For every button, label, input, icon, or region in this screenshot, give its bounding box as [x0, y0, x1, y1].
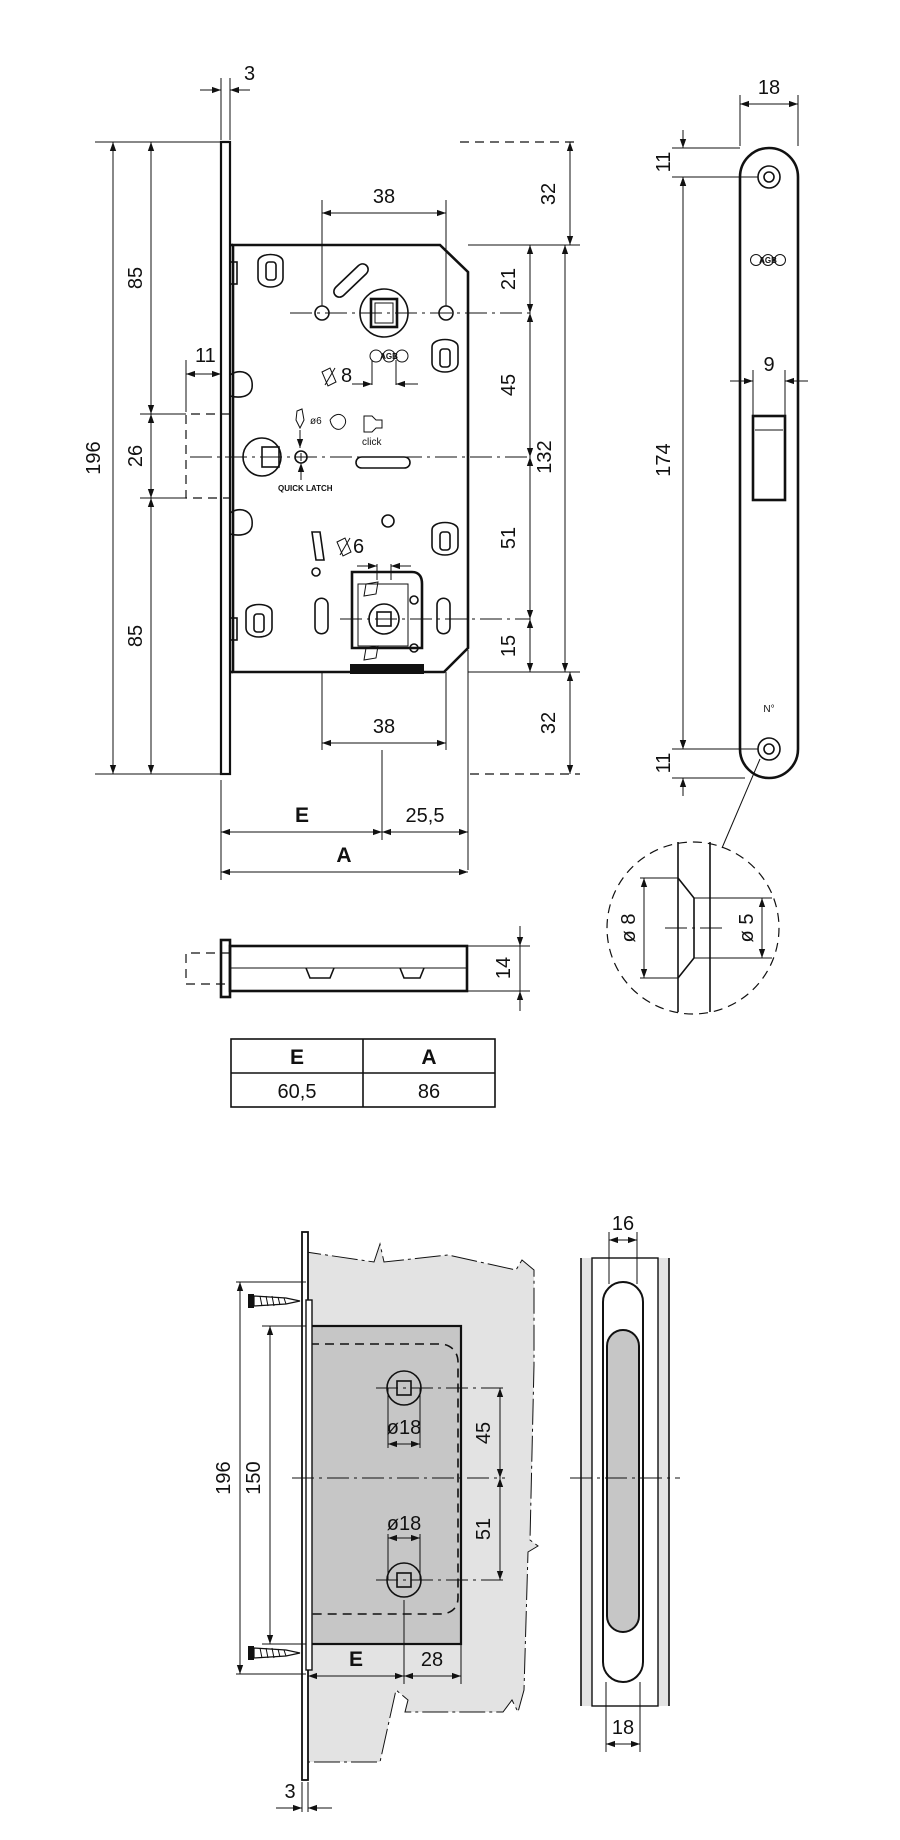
table-value-e: 60,5 [278, 1081, 317, 1103]
latch-bolt-outline [185, 413, 230, 499]
dim-total-height: 196 [83, 441, 105, 474]
dim-plate-thickness: 3 [244, 63, 255, 85]
top-view: 14 [185, 926, 530, 1011]
edge-latch-slot [606, 1329, 640, 1633]
faceplate [219, 140, 232, 776]
dim-install-remainder: 28 [421, 1649, 443, 1671]
lock-case [231, 243, 470, 674]
dim-latch-to-cylinder: 51 [498, 527, 520, 549]
mounting-slot-icon [245, 603, 273, 638]
table-header-a: A [421, 1046, 436, 1069]
screw-icon [248, 1646, 301, 1660]
dim-square-bottom: 6 [353, 536, 364, 558]
dim-top-hole-offset: 11 [653, 152, 675, 173]
faceplate-view: AGB N° 18 11 174 11 9 [653, 77, 808, 849]
dim-lower-offset: 51 [473, 1518, 495, 1540]
dim-edge-top-width: 16 [612, 1213, 634, 1235]
dim-middle-span: 26 [125, 445, 147, 467]
dim-bottom-hole-offset: 11 [653, 753, 675, 774]
dim-upper-hole: ø18 [387, 1417, 421, 1439]
dim-inner-diameter: ø 5 [736, 914, 758, 943]
dim-backset-label: E [295, 804, 309, 827]
dim-install-height: 196 [213, 1461, 235, 1494]
cylinder-housing [350, 570, 424, 650]
dim-outer-diameter: ø 8 [618, 914, 640, 943]
dim-lower-span: 85 [125, 625, 147, 647]
screw-hole-bottom [757, 737, 781, 761]
mortise-cutout [304, 1324, 463, 1646]
mounting-slot-icon [431, 521, 459, 556]
dim-handle-to-latch: 45 [498, 374, 520, 396]
dim-overall-label: A [336, 844, 351, 867]
table-value-a: 86 [418, 1081, 440, 1103]
screw-hole-top [757, 165, 781, 189]
latch-opening [751, 414, 787, 502]
mounting-slot-icon [257, 253, 284, 288]
brand-mark: AGB [380, 352, 398, 361]
dimension-table: E A 60,5 86 [230, 1038, 496, 1108]
dim-cylinder-to-bottom: 15 [498, 635, 520, 657]
dim-install-plate-thickness: 3 [284, 1781, 295, 1803]
number-mark: N° [763, 704, 774, 715]
dim-faceplate-width: 18 [758, 77, 780, 99]
brand-logo [750, 254, 786, 266]
dim-install-backset: E [349, 1648, 363, 1671]
dim-latch-width: 9 [763, 354, 774, 376]
small-hole-label: ø6 [310, 416, 322, 427]
install-view: ø18 ø18 45 51 196 150 E 28 3 [213, 1231, 539, 1812]
mounting-slot-icon [431, 338, 459, 373]
edge-view: 16 18 [570, 1213, 680, 1752]
dim-hole-span: 174 [653, 443, 675, 476]
dim-screw-span: 150 [243, 1461, 265, 1494]
faceplate-outline [738, 146, 800, 780]
dim-square-top: 8 [341, 365, 352, 387]
front-view: AGB QUICK LATCH ø6 click [83, 63, 580, 880]
dim-case-height: 132 [534, 440, 556, 473]
dim-edge-bottom-width: 18 [612, 1717, 634, 1739]
dim-top-thickness: 14 [493, 957, 515, 979]
dim-upper-to-handle: 21 [498, 268, 520, 290]
dim-lower-hole: ø18 [387, 1513, 421, 1535]
brand-logo [369, 349, 409, 363]
table-header-e: E [290, 1046, 304, 1069]
dim-upper-span: 85 [125, 267, 147, 289]
dim-bottom-offset: 32 [538, 712, 560, 734]
faceplate-brand-mark: AGB [759, 256, 777, 265]
dim-top-offset: 32 [538, 183, 560, 205]
click-label: click [362, 437, 382, 448]
dim-backset-remainder: 25,5 [406, 805, 445, 827]
dim-hole-spacing-top: 38 [373, 186, 395, 208]
countersink-detail: ø 8 ø 5 [606, 841, 780, 1015]
detail-circle [606, 841, 780, 1015]
dim-hole-spacing-bottom: 38 [373, 716, 395, 738]
screw-icon [248, 1294, 301, 1308]
dim-upper-offset: 45 [473, 1422, 495, 1444]
dim-latch-projection: 11 [195, 345, 216, 367]
quick-latch-label: QUICK LATCH [278, 484, 333, 493]
